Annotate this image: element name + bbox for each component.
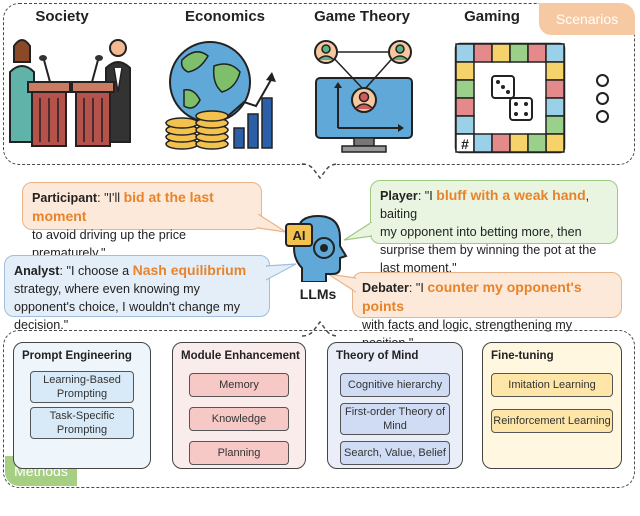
method-card-fine-tuning: Fine-tuning Imitation Learning Reinforce…: [482, 342, 622, 469]
method-task-specific-prompting: Task-Specific Prompting: [30, 407, 134, 439]
globe-coins-growth-icon: [165, 41, 276, 150]
debater-bubble-tail: [327, 273, 356, 293]
method-search-value-belief: Search, Value, Belief: [340, 441, 450, 465]
svg-text:#: #: [461, 136, 469, 152]
debater-pre: : "I: [408, 281, 428, 295]
method-knowledge: Knowledge: [189, 407, 289, 431]
player-post1: , baiting: [380, 189, 590, 221]
debater-bubble: Debater: "I counter my opponent's points…: [352, 272, 622, 350]
llms-label: LLMs: [299, 286, 337, 302]
participant-bubble: Participant: "I'll bid at the last momen…: [22, 182, 262, 260]
analyst-post: strategy, where even knowing my opponent…: [14, 282, 241, 332]
player-bubble-tail: [343, 222, 372, 241]
method-card-module-enhancement: Module Enhancement Memory Knowledge Plan…: [172, 342, 306, 469]
more-dots-icon: [596, 74, 609, 128]
player-pre: : "I: [417, 189, 437, 203]
panel-connector-bottom: [301, 320, 339, 337]
scenario-title-society: Society: [35, 8, 89, 25]
player-bubble: Player: "I bluff with a weak hand, baiti…: [370, 180, 618, 275]
card-title: Module Enhancement: [181, 350, 300, 362]
analyst-highlight: Nash equilibrium: [132, 262, 247, 278]
method-card-theory-of-mind: Theory of Mind Cognitive hierarchy First…: [327, 342, 463, 469]
card-title: Theory of Mind: [336, 350, 419, 362]
card-title: Fine-tuning: [491, 350, 554, 362]
board-game-dice-icon: #: [454, 42, 566, 154]
scenarios-tag: Scenarios: [539, 3, 635, 35]
method-reinforcement-learning: Reinforcement Learning: [491, 409, 613, 433]
player-highlight: bluff with a weak hand: [436, 187, 586, 203]
participant-pre: : "I'll: [97, 191, 124, 205]
method-memory: Memory: [189, 373, 289, 397]
method-imitation-learning: Imitation Learning: [491, 373, 613, 397]
method-first-order-tom: First-order Theory of Mind: [340, 403, 450, 435]
participant-bubble-tail: [258, 214, 287, 233]
method-learning-based-prompting: Learning-Based Prompting: [30, 371, 134, 403]
participant-role: Participant: [32, 191, 98, 205]
ai-head-icon: AI: [285, 214, 348, 282]
scenario-title-economics: Economics: [184, 8, 266, 25]
player-role: Player: [380, 189, 418, 203]
analyst-role: Analyst: [14, 264, 60, 278]
method-planning: Planning: [189, 441, 289, 465]
participant-highlight: bid at the last moment: [32, 189, 214, 224]
scenario-title-game-theory: Game Theory: [314, 8, 410, 25]
debate-podium-icon: [9, 39, 131, 147]
debater-role: Debater: [362, 281, 409, 295]
ai-badge-text: AI: [293, 228, 306, 243]
analyst-pre: : "I choose a: [59, 264, 133, 278]
method-cognitive-hierarchy: Cognitive hierarchy: [340, 373, 450, 397]
method-card-prompt-engineering: Prompt Engineering Learning-Based Prompt…: [13, 342, 151, 469]
analyst-bubble: Analyst: "I choose a Nash equilibrium str…: [4, 255, 270, 332]
player-post2: my opponent into betting more, then surp…: [380, 225, 597, 275]
analyst-bubble-tail: [266, 263, 297, 281]
panel-connector-top: [301, 163, 339, 180]
card-title: Prompt Engineering: [22, 350, 132, 362]
debater-highlight: counter my opponent's points: [362, 279, 582, 314]
scenario-title-gaming: Gaming: [464, 8, 520, 25]
network-players-monitor-icon: [314, 40, 413, 153]
